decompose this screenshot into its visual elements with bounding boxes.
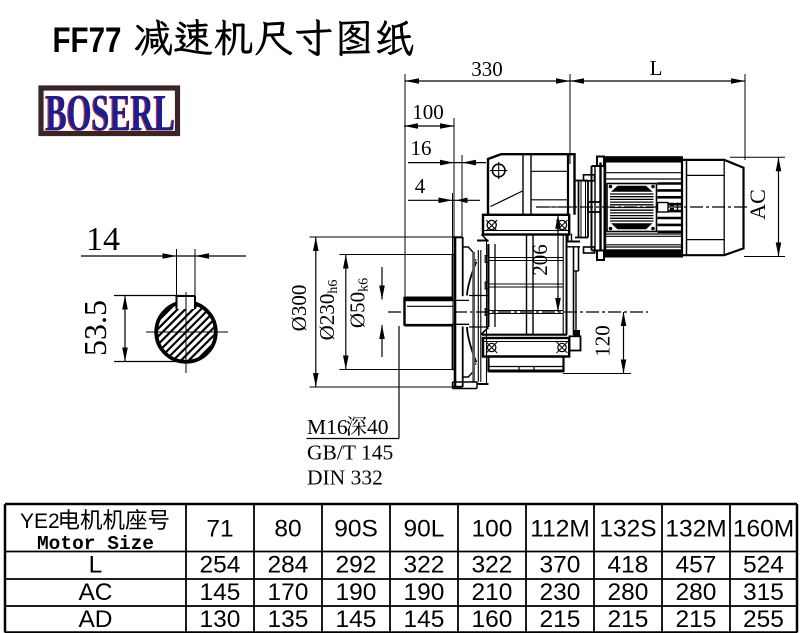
svg-text:322: 322 [404,552,445,579]
svg-text:AD: AD [78,606,112,633]
svg-text:215: 215 [540,606,581,633]
svg-text:215: 215 [608,606,649,633]
svg-text:DIN 332: DIN 332 [307,466,383,490]
svg-text:AC: AC [745,189,770,220]
svg-text:206: 206 [528,244,552,276]
svg-text:FF77: FF77 [53,21,122,60]
svg-text:130: 130 [200,606,241,633]
svg-text:4: 4 [415,174,426,198]
svg-text:370: 370 [540,552,581,579]
svg-text:M16: M16 [307,415,348,439]
svg-text:GB/T 145: GB/T 145 [307,441,393,465]
svg-text:132S: 132S [599,516,656,543]
svg-text:Ø300: Ø300 [287,285,311,332]
svg-text:100: 100 [412,100,444,124]
svg-text:132M: 132M [665,516,726,543]
svg-text:418: 418 [608,552,649,579]
svg-text:90L: 90L [404,516,445,543]
svg-text:330: 330 [471,57,503,81]
svg-text:210: 210 [472,579,513,606]
svg-text:284: 284 [268,552,309,579]
svg-text:14: 14 [86,221,120,258]
svg-text:Motor Size: Motor Size [37,533,154,555]
svg-text:135: 135 [268,606,309,633]
svg-text:Ø230h6: Ø230h6 [315,280,341,341]
svg-text:190: 190 [336,579,377,606]
svg-text:BOSERL: BOSERL [46,85,176,142]
svg-text:190: 190 [404,579,445,606]
svg-text:40: 40 [367,415,389,439]
svg-text:L: L [650,56,663,80]
svg-text:315: 315 [743,579,784,606]
svg-text:AC: AC [78,579,112,606]
svg-text:160: 160 [472,606,513,633]
svg-text:457: 457 [676,552,717,579]
svg-text:112M: 112M [530,516,589,543]
svg-text:71: 71 [206,516,233,543]
svg-text:145: 145 [336,606,377,633]
svg-text:L: L [89,552,103,579]
svg-text:322: 322 [472,552,513,579]
svg-text:254: 254 [200,552,241,579]
svg-text:280: 280 [608,579,649,606]
svg-text:90S: 90S [334,516,378,543]
svg-text:BOSERL: BOSERL [44,86,174,143]
svg-text:255: 255 [743,606,784,633]
svg-text:145: 145 [200,579,241,606]
svg-text:170: 170 [268,579,309,606]
svg-text:160M: 160M [733,516,794,543]
svg-text:16: 16 [411,136,432,160]
svg-text:230: 230 [540,579,581,606]
svg-text:YE2: YE2 [20,510,60,533]
svg-text:53.5: 53.5 [77,300,113,356]
svg-text:Ø50k6: Ø50k6 [346,278,372,328]
svg-text:280: 280 [676,579,717,606]
svg-text:215: 215 [676,606,717,633]
svg-text:145: 145 [404,606,445,633]
svg-text:80: 80 [274,516,301,543]
svg-text:100: 100 [472,516,513,543]
svg-text:524: 524 [743,552,784,579]
svg-text:292: 292 [336,552,377,579]
svg-text:120: 120 [591,325,615,357]
